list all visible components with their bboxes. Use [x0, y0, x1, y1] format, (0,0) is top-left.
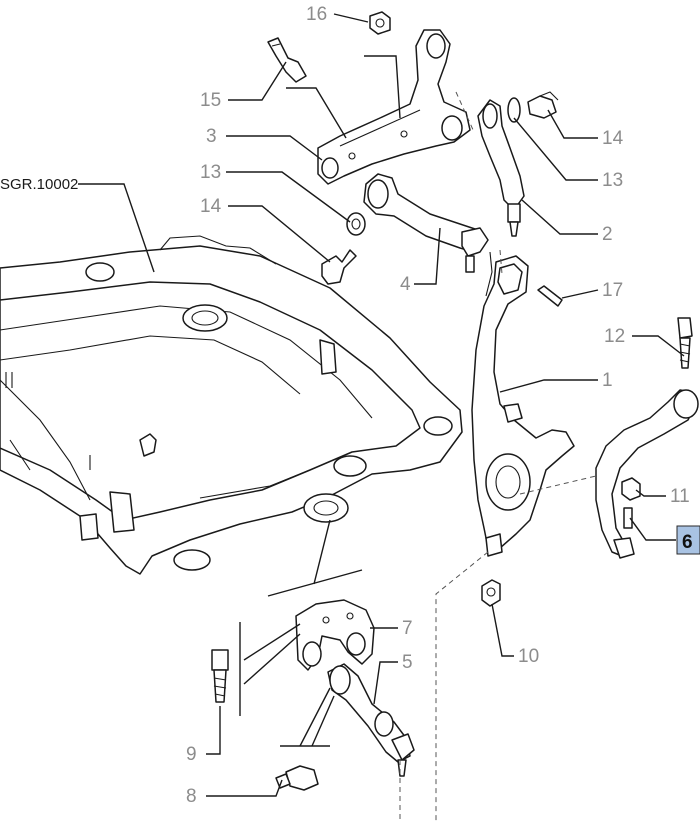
bolt-14-left: [321, 249, 357, 285]
callout-12: 12: [604, 326, 625, 347]
callout-14-left: 14: [200, 196, 222, 217]
callout-8: 8: [186, 786, 197, 807]
assembly-lines: [399, 91, 597, 823]
washer-13-left: [346, 212, 366, 236]
lower-arm-right: [595, 389, 699, 559]
bolt-17: [537, 285, 563, 307]
callout-13-right: 13: [602, 170, 623, 191]
bolt-14-right: [527, 91, 559, 119]
lower-bracket: [295, 599, 375, 671]
nut-16: [369, 11, 391, 35]
bolt-9: [211, 649, 229, 703]
callout-3: 3: [206, 126, 217, 147]
callout-6-highlight: 6: [676, 525, 700, 555]
nut-11: [621, 477, 641, 501]
callout-5: 5: [402, 652, 413, 673]
nut-10: [481, 579, 501, 607]
bolt-8: [275, 765, 319, 791]
upper-link-arm: [477, 99, 525, 237]
callout-14-right: 14: [602, 128, 624, 149]
leader-lines: [78, 13, 685, 797]
bolt-15: [267, 37, 307, 83]
bolt-6: [623, 507, 633, 529]
callout-17: 17: [602, 280, 623, 301]
callout-15: 15: [200, 90, 221, 111]
upper-arm-bracket: [317, 29, 471, 185]
callout-7: 7: [402, 618, 413, 639]
washer-13-right: [507, 97, 521, 123]
subframe: [0, 235, 463, 575]
callout-11: 11: [670, 486, 690, 507]
callout-2: 2: [602, 224, 613, 245]
callout-4: 4: [400, 274, 411, 295]
callout-1: 1: [602, 370, 613, 391]
upper-control-arm: [363, 173, 489, 273]
steering-knuckle: [471, 255, 575, 557]
callout-13-left: 13: [200, 162, 221, 183]
callout-16: 16: [306, 4, 327, 25]
group-ref-label: SGR.10002: [0, 176, 78, 193]
callout-10: 10: [518, 646, 539, 667]
lower-control-arm: [327, 663, 415, 777]
callout-6: 6: [682, 532, 693, 553]
bolt-12: [677, 317, 693, 369]
callout-9: 9: [186, 744, 197, 765]
